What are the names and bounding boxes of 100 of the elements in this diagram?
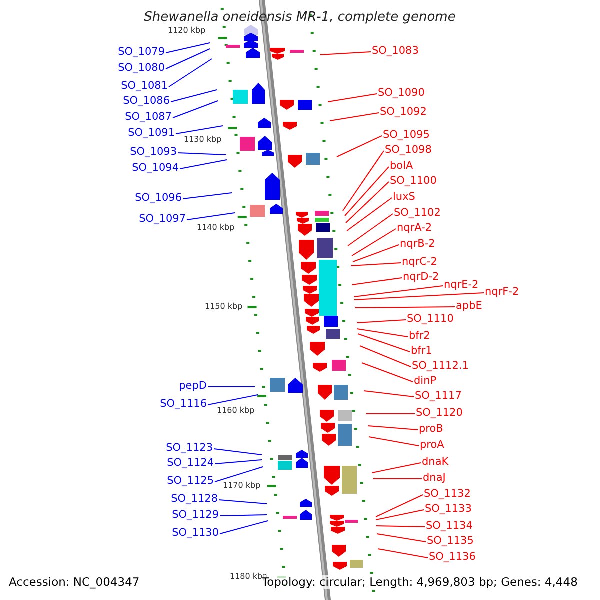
leader-line [170,90,218,102]
scale-label: 1120 kbp [168,26,206,35]
gene-label: SO_1096 [135,192,182,204]
leader-line [376,534,426,542]
gene-label: SO_1129 [172,509,219,521]
leader-line [342,150,384,212]
gene-label: SO_1091 [128,127,175,139]
leader-line [208,394,258,406]
gene-label: SO_1102 [394,207,441,219]
gene-label: SO_1081 [121,80,168,92]
gene-label: nqrE-2 [444,279,479,291]
leader-line [214,466,264,482]
gene-label: SO_1123 [166,442,213,454]
gene-label: SO_1087 [125,111,172,123]
gene-label: SO_1086 [123,95,170,107]
gene-label: SO_1095 [383,129,430,141]
gene-label: luxS [393,191,416,203]
leader-line [372,462,422,474]
leader-line [348,214,394,246]
leader-line [352,228,396,256]
gene-label: SO_1116 [160,398,207,410]
leader-line [214,460,262,464]
leader-line [378,548,428,558]
scale-label: 1150 kbp [205,302,243,311]
leader-line [350,262,402,266]
gene-label: SO_1135 [427,535,474,547]
gene-label: dnaJ [423,472,446,484]
gene-label: SO_1083 [372,45,419,57]
gene-label: SO_1133 [425,503,472,515]
leader-line [354,306,456,308]
leader-line [344,166,390,216]
leader-line [358,334,410,352]
leader-line [320,52,372,56]
gene-label: nqrB-2 [400,238,436,250]
gene-label: SO_1093 [130,146,177,158]
leader-line [368,436,420,446]
gene-label: SO_1117 [415,390,462,402]
gene-label: SO_1134 [426,520,473,532]
leader-line [172,100,218,118]
gene-label: SO_1080 [118,62,165,74]
leader-line [346,182,390,224]
leader-line [356,320,406,324]
leader-line [186,212,236,220]
gene-label: nqrC-2 [402,256,438,268]
scale-label: 1160 kbp [217,406,255,415]
gene-label: bfr1 [411,345,432,357]
leader-line [178,152,226,156]
gene-label: SO_1079 [118,46,165,58]
gene-label: proB [419,423,444,435]
gene-label: SO_1128 [171,493,218,505]
leader-line [352,278,402,286]
leader-line [180,160,228,170]
leader-line [376,526,426,528]
gene-label: nqrD-2 [403,271,440,283]
leader-line [168,58,212,88]
leader-line [182,192,232,200]
gene-label: SO_1136 [429,551,476,563]
leader-line [356,328,408,338]
leader-line [372,478,422,480]
gene-label: SO_1090 [378,87,425,99]
title: Shewanella oneidensis MR-1, complete genome [143,10,457,25]
scale-label: 1140 kbp [197,223,235,232]
leader-line [376,510,424,520]
gene-label: SO_1125 [167,475,214,487]
gene-label: proA [420,439,444,451]
gene-label: dinP [414,375,437,387]
gene-label: pepD [179,380,207,392]
leader-line [364,390,414,398]
gene-label: SO_1097 [139,213,186,225]
gene-label: SO_1112.1 [412,360,469,372]
gene-label: SO_1124 [167,457,214,469]
leader-line [360,346,412,368]
gene-label: SO_1100 [390,175,437,187]
leader-line [330,112,380,122]
leader-line [176,126,224,134]
leader-line [220,514,268,516]
leader-line [208,386,256,388]
gene-label: nqrA-2 [397,222,432,234]
gene-label: SO_1098 [385,144,432,156]
gene-label: SO_1110 [407,313,454,325]
leader-line [328,94,378,102]
gene-label: apbE [456,300,482,312]
leader-line [166,48,210,70]
leader-line [376,494,424,518]
gene-label: dnaK [422,456,449,468]
gene-label: bolA [390,160,414,172]
gene-label: bfr2 [409,330,430,342]
leader-line [336,136,382,158]
leader-line [218,500,268,504]
leader-line [354,286,444,298]
leader-line [214,448,262,456]
gene-label: SO_1130 [172,527,219,539]
gene-label: SO_1094 [132,162,179,174]
leader-line [220,520,268,534]
leader-line [352,244,400,262]
gene-label: SO_1132 [424,488,471,500]
leader-line [354,292,484,300]
leader-line [346,198,392,232]
gene-label: nqrF-2 [485,286,520,298]
gene-label: SO_1120 [416,407,463,419]
